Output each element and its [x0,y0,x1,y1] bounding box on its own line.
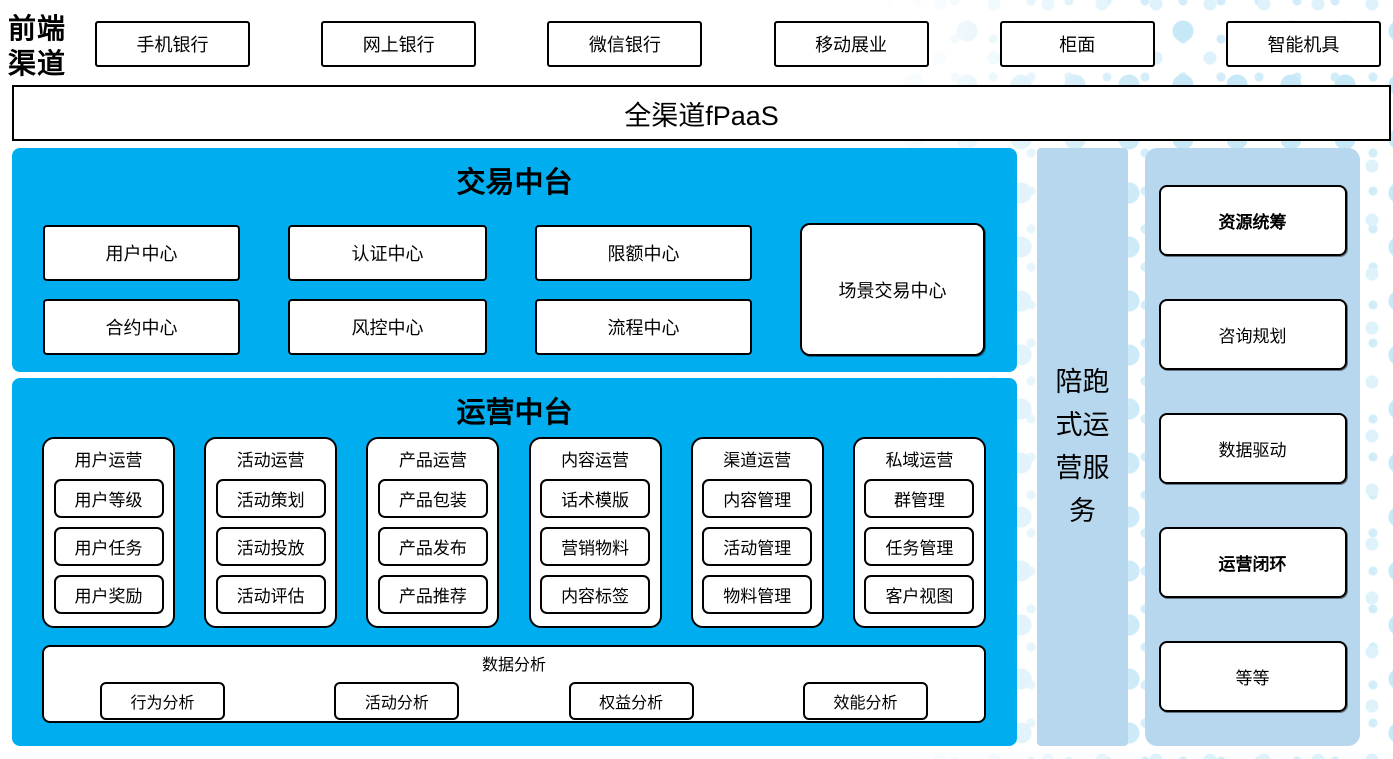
service-sidebar-panel: 资源统筹咨询规划数据驱动运营闭环等等 [1145,148,1360,746]
fpaas-bar: 全渠道fPaaS [12,85,1391,141]
operation-group-item: 内容标签 [540,575,651,614]
operation-group-item: 产品包装 [377,479,488,518]
operation-group-item: 活动评估 [215,575,326,614]
channel-box: 网上银行 [321,21,477,67]
frontend-channels-label: 前端渠道 [8,14,67,80]
data-analysis-box: 数据分析 行为分析 活动分析 权益分析 效能分析 [42,645,986,723]
trade-center-box: 用户中心 [43,225,240,281]
sidebar-service-box: 资源统筹 [1158,185,1347,256]
sidebar-service-box: 数据驱动 [1158,413,1347,484]
sidebar-service-box: 运营闭环 [1158,527,1347,598]
operation-group-item: 用户奖励 [53,575,164,614]
data-analysis-row: 行为分析 活动分析 权益分析 效能分析 [44,675,984,720]
sidebar-service-box: 等等 [1158,641,1347,712]
channel-box: 手机银行 [95,21,250,67]
operation-group-item: 群管理 [864,479,975,518]
channel-box: 微信银行 [547,21,703,67]
operation-groups: 用户运营用户等级用户任务用户奖励活动运营活动策划活动投放活动评估产品运营产品包装… [42,437,986,628]
trade-centers-row-1: 用户中心认证中心限额中心 [43,225,752,281]
operation-group: 内容运营话术模版营销物料内容标签 [528,437,662,628]
analysis-item-box: 权益分析 [568,682,694,720]
operation-group-title: 内容运营 [561,451,630,470]
analysis-item-box: 活动分析 [334,682,460,720]
scene-trade-center-box: 场景交易中心 [800,223,985,356]
operation-group-item: 内容管理 [702,479,813,518]
operation-group-item: 产品发布 [377,527,488,566]
operation-group-item: 活动投放 [215,527,326,566]
channel-box: 柜面 [999,21,1155,67]
operation-group-title: 产品运营 [398,451,467,470]
analysis-item-box: 效能分析 [802,682,928,720]
operation-group-item: 客户视图 [864,575,975,614]
operation-group-item: 产品推荐 [377,575,488,614]
operation-group-item: 活动管理 [702,527,813,566]
analysis-item-box: 行为分析 [100,682,225,720]
operation-group-title: 用户运营 [74,451,143,470]
operation-group-item: 用户任务 [53,527,164,566]
trade-center-box: 风控中心 [288,299,487,355]
operation-group: 私域运营群管理任务管理客户视图 [852,437,986,628]
trade-center-box: 合约中心 [43,299,240,355]
operation-group: 产品运营产品包装产品发布产品推荐 [366,437,500,628]
trade-centers-row-2: 合约中心风控中心流程中心 [43,299,752,355]
operation-group-item: 任务管理 [864,527,975,566]
operations-platform-panel: 运营中台 用户运营用户等级用户任务用户奖励活动运营活动策划活动投放活动评估产品运… [12,378,1017,746]
trade-center-box: 流程中心 [535,299,752,355]
data-analysis-title: 数据分析 [481,657,546,674]
trade-center-box: 限额中心 [535,225,752,281]
operation-group: 渠道运营内容管理活动管理物料管理 [690,437,824,628]
operation-group-item: 物料管理 [702,575,813,614]
trade-platform-title: 交易中台 [456,167,573,199]
operation-group-title: 活动运营 [236,451,305,470]
operation-group: 用户运营用户等级用户任务用户奖励 [42,437,175,628]
operation-group-item: 营销物料 [540,527,651,566]
coaching-service-strip: 陪跑式运营服务 [1037,148,1128,746]
channel-row: 手机银行 网上银行 微信银行 移动展业 柜面 智能机具 [95,21,1381,67]
fpaas-label: 全渠道fPaaS [624,100,779,131]
operation-group-title: 渠道运营 [723,451,792,470]
coaching-service-label: 陪跑式运营服务 [1055,367,1110,526]
operation-group: 活动运营活动策划活动投放活动评估 [204,437,338,628]
operation-group-item: 活动策划 [215,479,326,518]
operation-group-title: 私域运营 [885,451,954,470]
trade-platform-panel: 交易中台 用户中心认证中心限额中心 合约中心风控中心流程中心 场景交易中心 [12,148,1017,372]
operation-group-item: 用户等级 [53,479,164,518]
sidebar-service-box: 咨询规划 [1158,299,1347,370]
operation-group-item: 话术模版 [540,479,651,518]
channel-box: 智能机具 [1225,21,1381,67]
operations-platform-title: 运营中台 [456,397,573,429]
trade-center-box: 认证中心 [288,225,487,281]
channel-box: 移动展业 [773,21,929,67]
